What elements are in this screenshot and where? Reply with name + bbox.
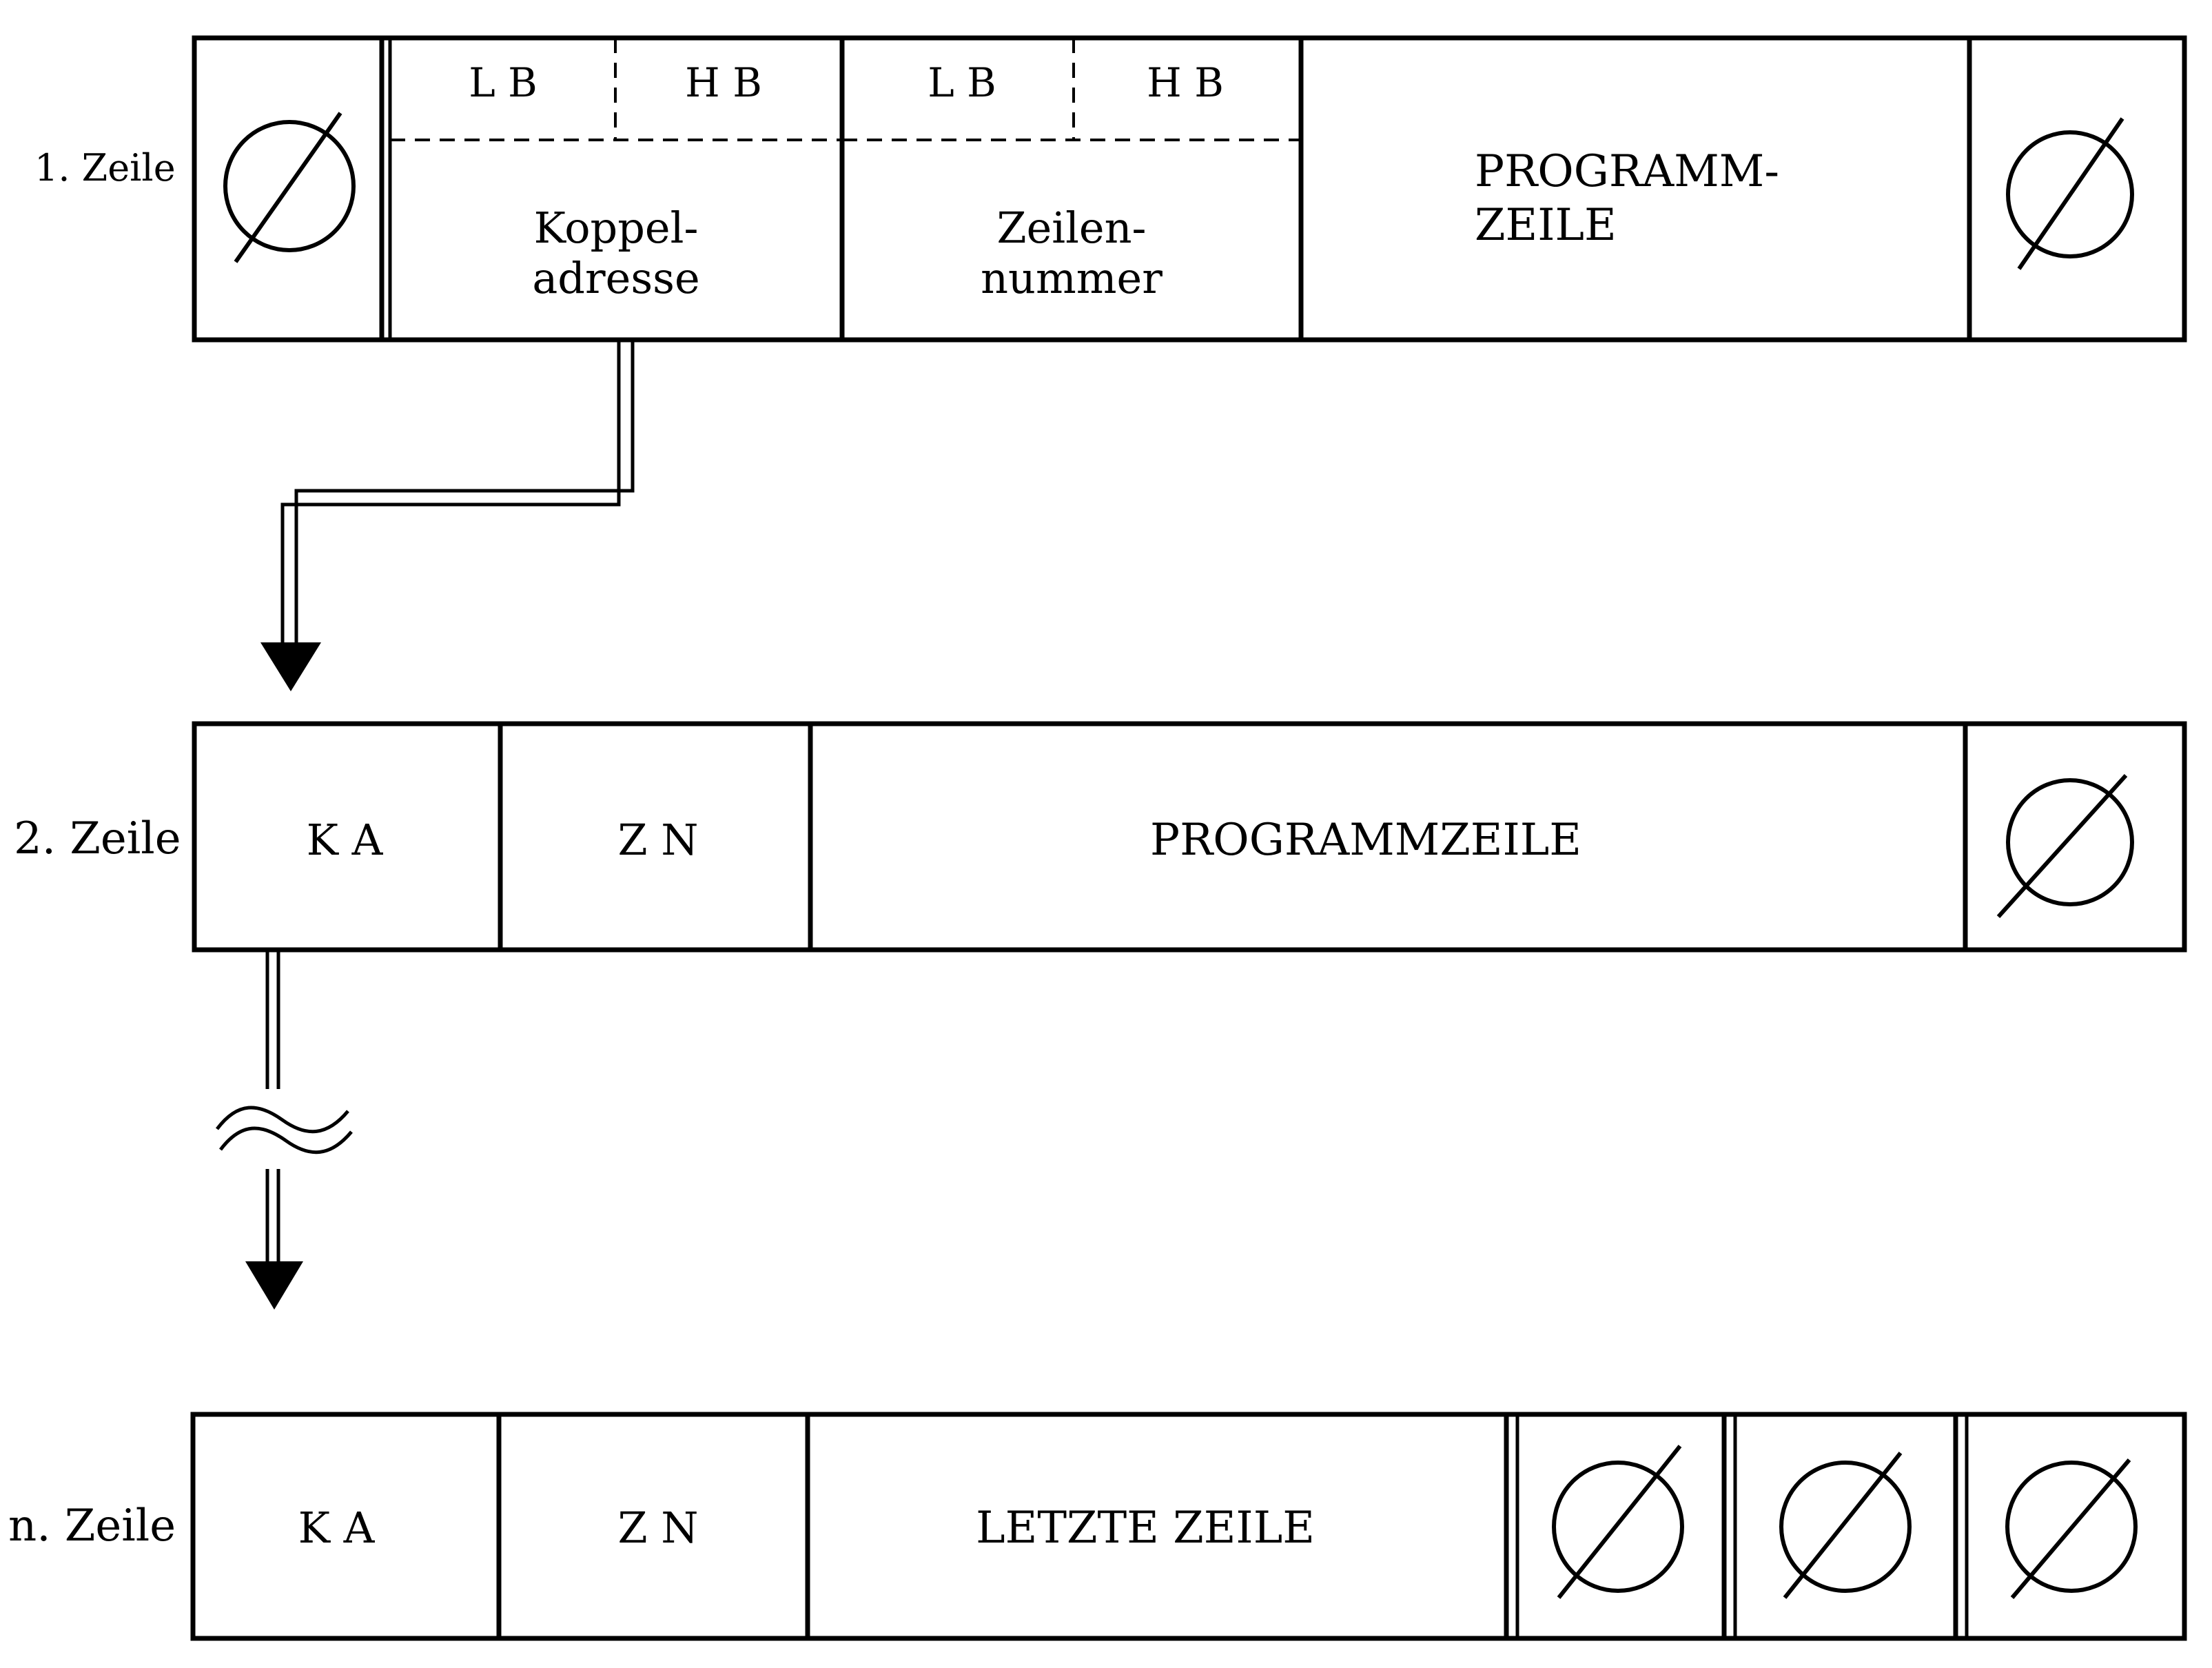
byte-dividers xyxy=(390,38,1301,141)
row-label-n: n. Zeile xyxy=(8,1501,176,1552)
row-n-frame xyxy=(190,1412,2187,1641)
null-byte-icon xyxy=(1552,1445,1684,1599)
link-arrow-1 xyxy=(280,340,635,642)
ka-cell: K A xyxy=(307,815,384,865)
arrow-down-icon xyxy=(260,642,321,691)
program-line-label-2: ZEILE xyxy=(1475,200,1617,251)
koppel-label-2: adresse xyxy=(532,253,699,303)
last-line-cell: LETZTE ZEILE xyxy=(976,1503,1315,1554)
row-label-1: 1. Zeile xyxy=(34,146,176,190)
row-1-frame xyxy=(192,35,2187,343)
program-line-cell: PROGRAMMZEILE xyxy=(1150,815,1581,866)
koppel-high-byte: H B xyxy=(685,59,762,106)
koppel-label-1: Koppel- xyxy=(534,203,699,253)
null-byte-icon xyxy=(1779,1452,1912,1599)
ka-cell: K A xyxy=(298,1503,376,1553)
arrow-down-icon xyxy=(245,1261,303,1310)
zn-cell: Z N xyxy=(617,815,698,865)
row-2-frame xyxy=(192,721,2187,953)
zeilen-high-byte: H B xyxy=(1147,59,1224,106)
zeilen-label-1: Zeilen- xyxy=(997,203,1147,253)
null-byte-icon xyxy=(223,112,356,263)
wavy-break-icon xyxy=(216,1106,353,1155)
link-arrow-2 xyxy=(265,950,280,1263)
zeilen-label-2: nummer xyxy=(981,253,1163,303)
zeilen-low-byte: L B xyxy=(928,59,996,106)
program-line-label-1: PROGRAMM- xyxy=(1475,146,1779,197)
koppel-low-byte: L B xyxy=(469,59,537,106)
null-byte-icon xyxy=(2006,117,2134,270)
null-byte-icon xyxy=(2005,1458,2138,1599)
row-label-2: 2. Zeile xyxy=(14,813,181,864)
null-byte-icon xyxy=(1996,773,2134,919)
zn-cell: Z N xyxy=(617,1503,698,1553)
